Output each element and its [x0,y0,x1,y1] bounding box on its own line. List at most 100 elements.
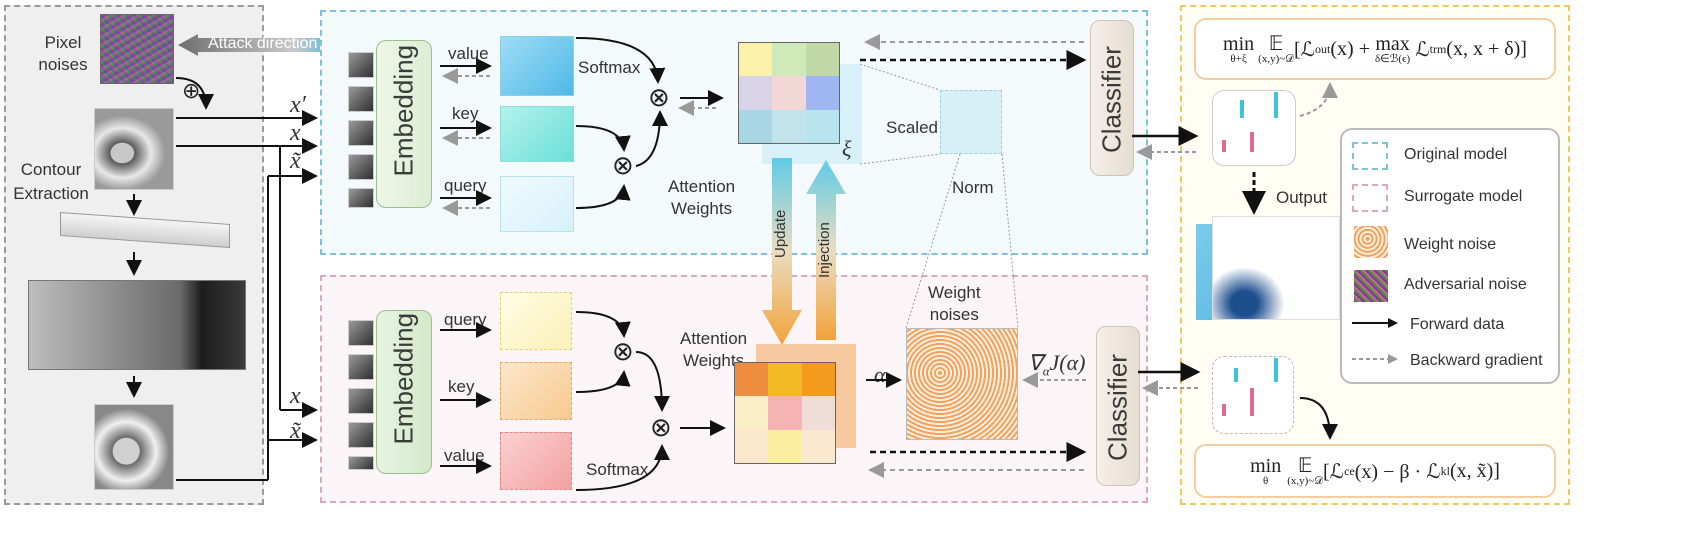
attack-direction-label: Attack direction [208,35,318,52]
logits-bar [1250,132,1254,152]
patch-thumb [348,52,374,78]
pixel-noises-label: Pixel noises [38,33,88,74]
multiply-symbol-bottom-2: ⊗ [650,412,672,442]
patch-thumb [348,86,374,112]
key-label-bottom: key [448,377,475,396]
patch-thumb [348,354,374,380]
legend-adversarial-noise: Adversarial noise [1404,276,1527,293]
legend-original-model: Original model [1404,146,1508,163]
formula-top-max-sub: δ∈ℬ(ϵ) [1375,52,1411,65]
formula-bottom-minus: (x) − β · ℒ [1354,460,1441,483]
key-cube-bottom [500,362,572,420]
softmax-label-top: Softmax [578,58,641,77]
formula-bottom-expectation: 𝔼 [1297,454,1313,477]
patch-thumb [348,120,374,146]
legend-backward-arrow [1352,354,1398,364]
formula-bottom-args: (x, x̃)] [1449,459,1500,482]
patch-thumb [348,154,374,180]
legend-backward-gradient: Backward gradient [1410,352,1543,369]
norm-label: Norm [952,178,994,197]
formula-top-loss-out: [ℒ [1293,38,1316,61]
logits-bar [1222,404,1226,416]
x-prime-label: x′ [290,92,306,118]
logits-bar [1222,140,1226,152]
gradient-expression: J(α) [1049,350,1086,375]
legend-surrogate-model: Surrogate model [1404,188,1523,205]
attack-direction-arrow-shape [178,34,344,56]
alpha-label: α [874,362,886,387]
value-label-bottom: value [444,446,485,465]
formula-top-min-sub: θ+ξ [1230,52,1247,65]
legend-forward-arrow [1352,318,1398,328]
contour-stack-image [28,280,246,370]
formula-bottom-expectation-sub: (x,y)~𝒟 [1287,474,1324,487]
scaled-noise-box [940,90,1002,154]
query-cube-top [500,176,574,232]
contour-ct-image [94,404,174,490]
x-tilde-low-label: x̃ [290,418,301,444]
update-injection-arrows [762,158,846,345]
logits-box-top [1212,90,1296,166]
logits-bar [1274,358,1278,382]
xi-label: ξ [842,136,852,161]
formula-bottom-min: min [1250,454,1282,477]
weight-noises-label: Weight noises [928,283,981,324]
key-cube-top [500,106,574,162]
original-model-panel [320,10,1148,255]
legend-forward-data: Forward data [1410,316,1505,333]
logits-bar [1240,100,1244,118]
weight-noise-image [906,328,1018,440]
patch-thumb [348,388,374,414]
key-label-top: key [452,104,479,123]
formula-top-expectation-sub: (x,y)~𝒟 [1258,52,1294,65]
gradient-nabla: ∇ [1028,350,1043,375]
softmax-label-bottom: Softmax [586,460,649,479]
scaled-label: Scaled [886,118,938,137]
formula-bottom-loss-ce-sub: ce [1344,463,1355,478]
formula-top-expectation: 𝔼 [1268,32,1284,55]
legend-swatch-weight-noise [1354,226,1388,258]
x-label: x [290,120,301,146]
ct-scan-image [94,108,174,190]
formula-top-loss-out-sub: out [1315,41,1331,56]
formula-top-max: max [1375,32,1410,55]
logits-bar [1234,368,1238,382]
classifier-bottom [1096,326,1140,486]
legend-swatch-surrogate [1352,184,1388,212]
legend-weight-noise: Weight noise [1404,236,1497,253]
patch-thumb [348,456,374,470]
attack-direction-arrow [178,34,344,56]
patch-thumb [348,320,374,346]
formula-top-loss-trm-sub: trm [1429,41,1447,56]
injection-arrow [806,160,846,340]
value-cube-bottom [500,432,572,490]
logits-bar [1250,388,1254,416]
legend-swatch-original [1352,142,1388,170]
embedding-block-top [376,40,432,208]
formula-bottom-loss-kl-sub: kl [1440,463,1450,478]
multiply-symbol-top-1: ⊗ [648,82,670,112]
pixel-noise-image [100,14,174,84]
patch-thumb [348,188,374,208]
output-heatmap-front [1212,216,1340,320]
x-low-label: x [290,383,301,409]
attention-weights-label-top: Attention Weights [668,177,736,218]
attention-grid-bottom [734,362,836,464]
patch-thumb [348,422,374,448]
formula-top-min: min [1223,32,1255,55]
logits-bar [1274,92,1278,118]
legend-swatch-adversarial-noise [1354,270,1388,302]
multiply-symbol-bottom-1: ⊗ [612,336,634,366]
query-cube-bottom [500,292,572,350]
output-label: Output [1276,188,1328,207]
formula-bottom-min-sub: θ [1263,474,1269,487]
attention-grid-top [738,42,840,144]
query-label-bottom: query [444,310,487,329]
formula-bottom-loss-ce: [ℒ [1323,460,1345,483]
value-cube-top [500,36,574,96]
update-arrow [762,158,802,345]
formula-top-loss-trm: ℒ [1410,38,1430,61]
gradient-label: ∇αJ(α) [1028,350,1086,379]
